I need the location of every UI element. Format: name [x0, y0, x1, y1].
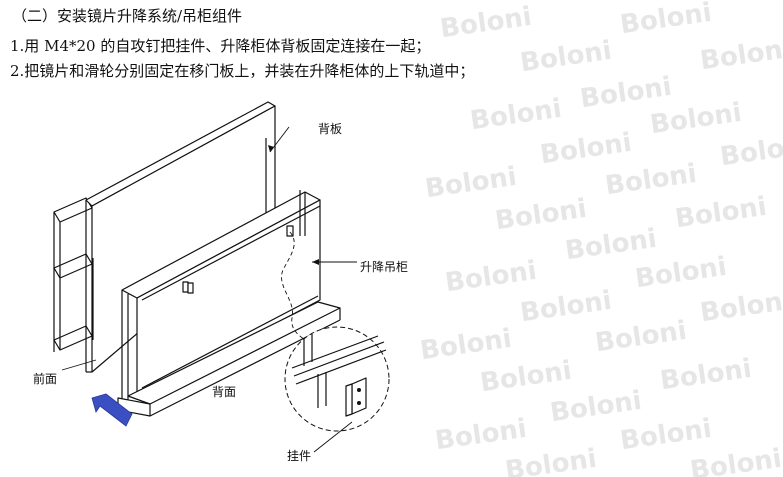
step-1-text: 1.用 M4*20 的自攻钉把挂件、升降柜体背板固定连接在一起；	[10, 37, 431, 55]
label-back: 背面	[212, 385, 237, 399]
lift-cabinet-drawing	[117, 190, 357, 417]
label-front: 前面	[33, 372, 58, 386]
label-hanger: 挂件	[287, 449, 312, 463]
hanger-detail	[284, 326, 390, 453]
detail-leader	[281, 231, 306, 341]
side-shelves	[53, 197, 93, 352]
label-lift-cabinet: 升降吊柜	[360, 260, 409, 274]
section-heading: （二）安装镜片升降系统/吊柜组件	[12, 7, 243, 25]
step-2-text: 2.把镜片和滑轮分别固定在移门板上，并装在升降柜体的上下轨道中；	[10, 62, 475, 80]
direction-arrow-icon	[91, 393, 133, 427]
label-back-panel: 背板	[318, 122, 343, 136]
